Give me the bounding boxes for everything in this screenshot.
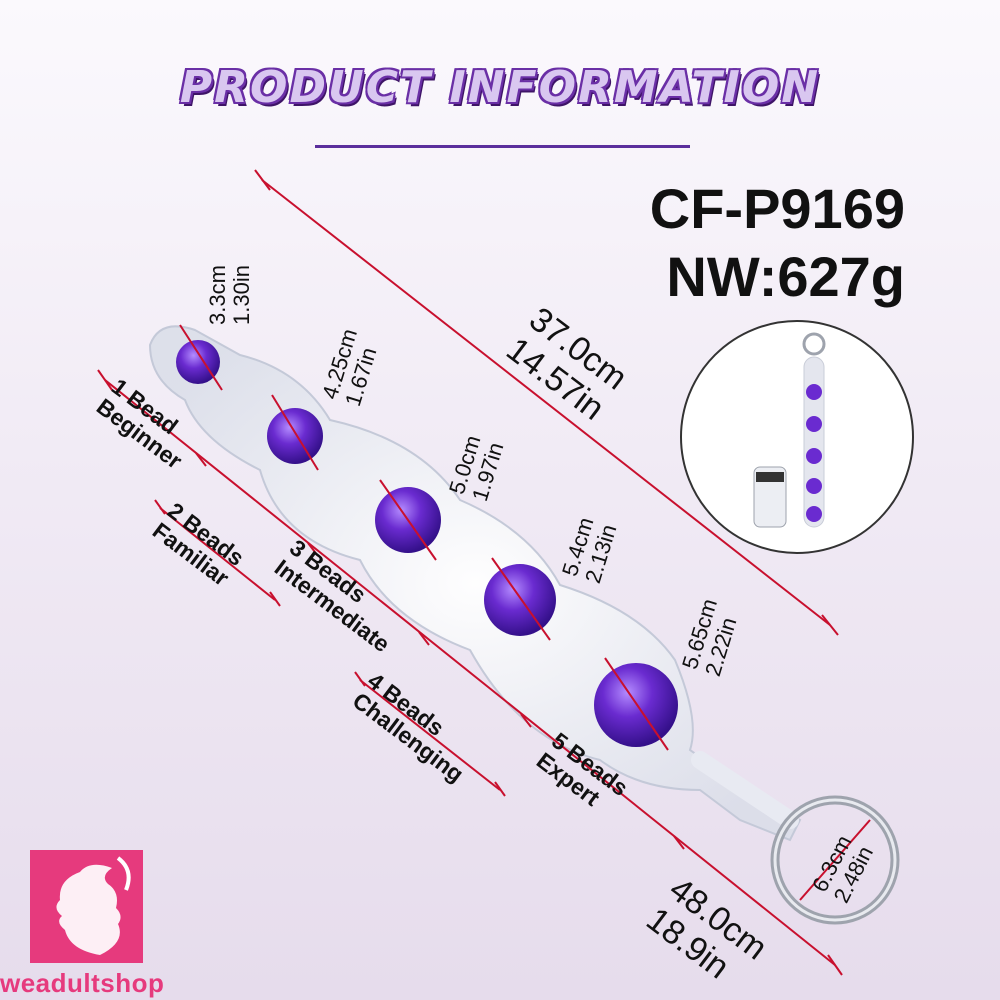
- dimension-line-total: [104, 379, 836, 966]
- bead-4: [484, 564, 556, 636]
- model-number: CF-P9169: [649, 177, 905, 240]
- page-title: PRODUCT INFORMATION: [179, 62, 821, 113]
- bead-1-in: 1.30in: [229, 265, 254, 325]
- title-underline: [315, 145, 690, 148]
- size-comparison-thumbnail: [680, 320, 914, 554]
- net-weight: NW:627g: [666, 245, 905, 308]
- brand-name: weadultshop: [0, 968, 165, 998]
- dimension-line-insert: [261, 179, 831, 626]
- bead-1-dimension: 3.3cm 1.30in: [205, 265, 254, 325]
- product-spec-block: CF-P9169 NW:627g: [650, 175, 905, 311]
- bead-1: [176, 340, 220, 384]
- bead-2: [267, 408, 323, 464]
- bead-1-cm: 3.3cm: [205, 265, 230, 325]
- brand-logo-icon: [30, 850, 143, 963]
